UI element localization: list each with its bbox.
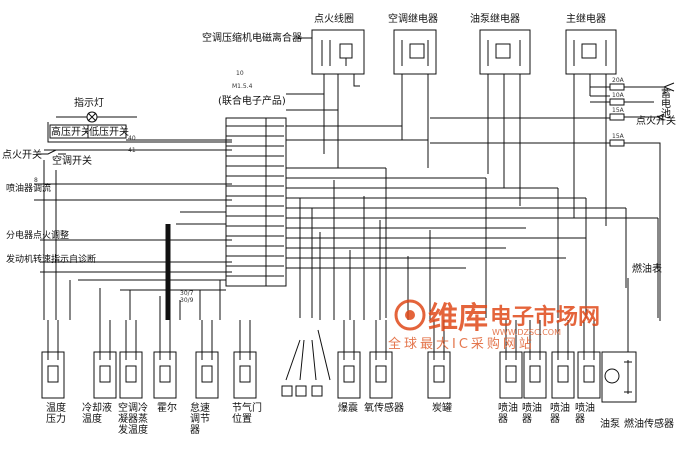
idle-regulator-label: 怠速调节器: [190, 401, 210, 436]
canister-label: 炭罐: [432, 401, 452, 414]
injector-2-label: 喷油器: [522, 401, 542, 425]
ac-relay: [393, 29, 437, 96]
watermark-site: 电子市场网: [490, 304, 600, 330]
fuel-pump-label: 油泵: [600, 417, 620, 430]
ignition-coil: [311, 29, 365, 98]
svg-text:30/7: 30/7: [180, 290, 194, 297]
svg-text:8: 8: [34, 177, 38, 184]
injector-adjust-label: 喷油器调流: [6, 182, 51, 194]
fuel-pump-relay: [479, 29, 531, 96]
oxygen-sensor-label: 氧传感器: [364, 401, 404, 414]
ignition-arrow-icon: [657, 113, 665, 121]
indicator-lamp-label: 指示灯: [74, 96, 104, 109]
fuel-sensor-label: 燃油传感器: [624, 417, 674, 430]
ac-clutch-label: 空调压缩机电磁离合器: [202, 31, 302, 44]
knock-label: 爆震: [338, 402, 358, 414]
indicator-lamp-icon: [56, 111, 137, 123]
injector-1-label: 喷油器: [498, 401, 518, 425]
ecu-code: M1.5.4: [232, 83, 253, 90]
svg-text:10A: 10A: [612, 92, 625, 99]
throttle-position-label: 节气门位置: [232, 401, 262, 425]
ignition-coil-label: 点火线圈: [314, 12, 354, 25]
fuel-pump-relay-label: 油泵继电器: [470, 12, 520, 25]
ignition-switch-right-label: 点火开关: [636, 114, 676, 127]
ac-evap-temp-label: 空调冷凝器蒸发温度: [118, 401, 148, 436]
watermark-slogan: 全球最大IC采购网站: [388, 336, 535, 352]
ignition-switch-left-label: 点火开关: [2, 148, 42, 161]
temp-pressure-text: 温度压力: [46, 401, 66, 425]
svg-text:30/9: 30/9: [180, 297, 194, 304]
svg-text:15A: 15A: [612, 107, 625, 114]
ignition-switch-icon: [38, 149, 66, 155]
svg-text:10: 10: [236, 70, 244, 77]
distributor-adjust-label: 分电器点火调整: [6, 229, 69, 241]
hp-switch-label: 高压开关: [51, 125, 91, 138]
lp-switch-label: 低压开关: [89, 125, 129, 138]
ground-terminals: [281, 329, 331, 397]
lp-switch-box: [87, 124, 127, 139]
main-relay: [565, 29, 617, 96]
watermark-url: WWW.DZSC.COM: [492, 328, 561, 337]
svg-text:41: 41: [128, 147, 136, 154]
hall-label: 霍尔: [157, 401, 177, 414]
coolant-temp-label: 冷却液温度: [82, 401, 112, 425]
injector-3-label: 喷油器: [550, 401, 570, 425]
svg-text:20A: 20A: [612, 77, 625, 84]
battery-label: 蓄电池: [659, 88, 671, 118]
battery-arrow-icon: [663, 82, 675, 92]
bottom-sensors: [41, 320, 601, 399]
fuel-pump-icon: [601, 351, 637, 403]
ecu-pins: [226, 125, 284, 277]
watermark-brand: 维库: [428, 301, 488, 336]
injector-4-label: 喷油器: [575, 401, 595, 425]
ac-relay-label: 空调继电器: [388, 12, 438, 25]
watermark: 维库 电子市场网 WWW.DZSC.COM 全球最大IC采购网站: [388, 299, 600, 352]
svg-text:40: 40: [128, 135, 136, 142]
svg-text:15A: 15A: [612, 133, 625, 140]
fuel-gauge-label: 燃油表: [632, 262, 662, 275]
engine-diag-label: 发动机转速指示自诊断: [6, 253, 96, 265]
ac-switch-label: 空调开关: [52, 154, 92, 167]
fuse-block: 20A 10A 15A 15A: [430, 77, 664, 321]
main-relay-label: 主继电器: [566, 12, 606, 25]
ecu-block: 10 M1.5.4 (联合电子产品): [218, 70, 287, 287]
ecu-title: (联合电子产品): [218, 94, 286, 107]
